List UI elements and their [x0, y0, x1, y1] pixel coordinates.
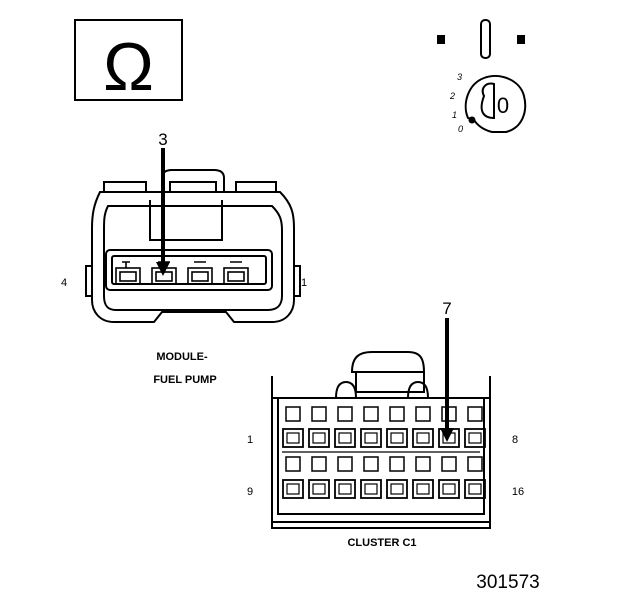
terminal-latch	[467, 406, 483, 422]
terminal-latch	[311, 406, 327, 422]
terminal-cavity	[412, 479, 434, 499]
cluster-callout-number: 7	[442, 299, 451, 318]
terminal-latch	[389, 406, 405, 422]
fuel-pump-callout-arrow	[156, 148, 170, 276]
terminal-latch	[441, 456, 457, 472]
terminal-cavity	[282, 479, 304, 499]
key-state-label: 0	[497, 93, 509, 118]
terminal-pin	[364, 483, 378, 495]
terminal-cavity	[308, 479, 330, 499]
terminal-pin	[312, 483, 326, 495]
ohmmeter-symbol-icon: Ω	[74, 19, 183, 105]
terminal-pin	[338, 432, 352, 444]
fuel-pump-callout-number: 3	[158, 130, 167, 149]
cluster-title: CLUSTER C1	[347, 537, 416, 549]
terminal-cavity	[464, 428, 486, 448]
terminal-cavity	[438, 479, 460, 499]
terminal-cavity	[386, 479, 408, 499]
terminal-cavity	[464, 479, 486, 499]
terminal-latch	[337, 406, 353, 422]
ignition-key-icon: 3 2 1 0 0	[437, 19, 527, 134]
cluster-terminals	[282, 406, 486, 499]
cluster-c1-connector	[271, 351, 491, 529]
fuel-pump-title-line2: FUEL PUMP	[153, 374, 216, 386]
terminal-cavity	[334, 428, 356, 448]
figure-number: 301573	[476, 572, 539, 593]
terminal-cavity	[115, 267, 141, 285]
terminal-latch	[285, 456, 301, 472]
terminal-cavity	[360, 479, 382, 499]
key-pos-2: 2	[449, 91, 455, 101]
terminal-pin	[364, 432, 378, 444]
terminal-latch	[415, 406, 431, 422]
terminal-pin	[468, 483, 482, 495]
fuel-pump-title-line1: MODULE-	[156, 351, 208, 363]
cluster-row1-left-pin: 1	[247, 434, 253, 446]
terminal-cavity	[360, 428, 382, 448]
terminal-latch	[363, 406, 379, 422]
terminal-latch	[363, 456, 379, 472]
terminal-cavity	[386, 428, 408, 448]
terminal-pin	[416, 483, 430, 495]
ohm-glyph: Ω	[103, 29, 154, 105]
cluster-row1-right-pin: 8	[512, 434, 518, 446]
key-pos-1: 1	[452, 110, 457, 120]
terminal-latch	[285, 406, 301, 422]
cluster-row2-right-pin: 16	[512, 486, 524, 498]
terminal-pin	[416, 432, 430, 444]
key-pos-0: 0	[458, 124, 463, 134]
cluster-row2-left-pin: 9	[247, 486, 253, 498]
terminal-pin	[312, 432, 326, 444]
terminal-cavity	[187, 267, 213, 285]
terminal-cavity	[308, 428, 330, 448]
terminal-pin	[338, 483, 352, 495]
fuel-pump-pin-left: 4	[61, 277, 67, 289]
terminal-cavity	[412, 428, 434, 448]
terminal-latch	[337, 456, 353, 472]
terminal-pin	[468, 432, 482, 444]
terminal-pin	[390, 432, 404, 444]
key-pos-3: 3	[457, 72, 462, 82]
cluster-callout-arrow	[440, 318, 454, 442]
fuel-pump-connector	[85, 169, 301, 323]
terminal-pin	[390, 483, 404, 495]
terminal-cavity	[282, 428, 304, 448]
fuel-pump-terminals	[115, 261, 249, 285]
fuel-pump-pin-right: 1	[301, 277, 307, 289]
terminal-latch	[467, 456, 483, 472]
terminal-pin	[286, 483, 300, 495]
terminal-pin	[286, 432, 300, 444]
terminal-latch	[311, 456, 327, 472]
terminal-latch	[389, 456, 405, 472]
terminal-cavity	[223, 267, 249, 285]
terminal-pin	[442, 483, 456, 495]
terminal-latch	[415, 456, 431, 472]
terminal-cavity	[334, 479, 356, 499]
